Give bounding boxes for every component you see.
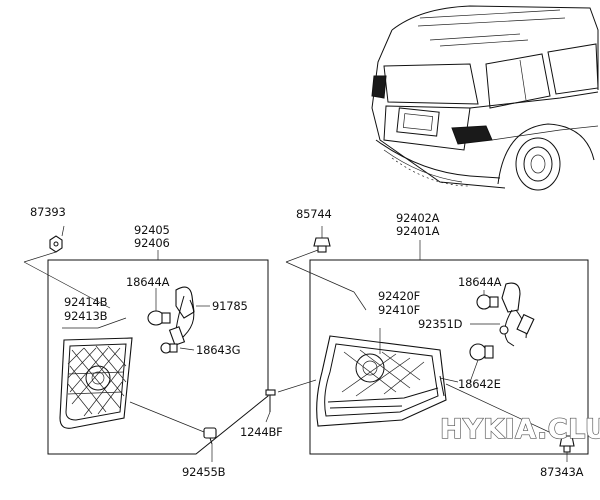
label-18644A-right: 18644A <box>458 275 502 289</box>
label-92455B: 92455B <box>182 465 226 479</box>
plug-92455B-icon <box>203 427 217 445</box>
label-92401A: 92401A <box>396 224 440 238</box>
label-85744: 85744 <box>296 207 332 221</box>
socket-91785-icon <box>168 286 195 346</box>
label-18643G: 18643G <box>196 343 240 357</box>
label-92406: 92406 <box>134 236 170 250</box>
label-87343A: 87343A <box>540 465 584 479</box>
suv-rear-view-icon <box>371 5 599 191</box>
label-92410F: 92410F <box>378 303 420 317</box>
bulb-18644A-left-icon <box>147 310 171 326</box>
watermark: HYKIA.CLUB <box>440 414 600 445</box>
label-18642E: 18642E <box>458 377 501 391</box>
bulb-18644A-right-icon <box>476 294 499 310</box>
label-92402A: 92402A <box>396 211 440 225</box>
outer-tail-lamp-icon <box>316 335 447 427</box>
label-18644A-left: 18644A <box>126 275 170 289</box>
bulb-18643G-icon <box>160 342 178 354</box>
label-92420F: 92420F <box>378 289 420 303</box>
label-92413B: 92413B <box>64 309 108 323</box>
label-91785: 91785 <box>212 299 248 313</box>
bulb-18642E-icon <box>469 343 494 361</box>
label-92351D: 92351D <box>418 317 463 331</box>
left-group-frame <box>47 259 269 455</box>
right-group-frame <box>309 259 589 455</box>
label-87393: 87393 <box>30 205 66 219</box>
socket-92351D-icon <box>499 282 535 347</box>
inner-tail-lamp-icon <box>59 337 133 429</box>
nut-87393-icon <box>49 235 63 253</box>
label-1244BF: 1244BF <box>240 425 283 439</box>
screw-1244BF-icon <box>265 389 276 412</box>
label-92405: 92405 <box>134 223 170 237</box>
label-92414B: 92414B <box>64 295 108 309</box>
clip-85744-icon <box>313 237 331 253</box>
